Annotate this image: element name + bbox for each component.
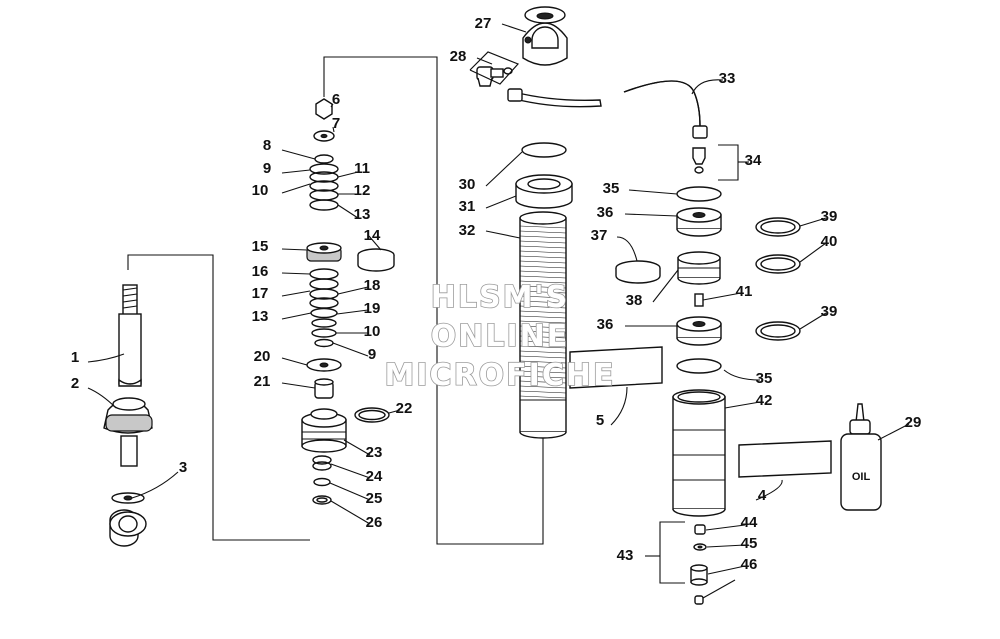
callout-c9a: 9 [263, 160, 271, 177]
shaft-part-1 [118, 284, 142, 387]
callout-c37: 37 [591, 227, 608, 244]
washers-parts-24-26 [312, 455, 332, 505]
oring-part-39-top [755, 217, 801, 237]
callout-c35a: 35 [603, 180, 620, 197]
valve-assembly-parts-43-46 [690, 524, 708, 605]
callout-c29: 29 [905, 414, 922, 431]
callout-c16: 16 [252, 263, 269, 280]
callout-c2: 2 [71, 375, 79, 392]
callout-c3: 3 [179, 459, 187, 476]
callout-c32: 32 [459, 222, 476, 239]
callout-c24: 24 [366, 468, 383, 485]
callout-c10a: 10 [252, 182, 269, 199]
piston-part-15 [306, 242, 342, 262]
oring-part-40 [755, 254, 801, 274]
bumper-part-21 [314, 378, 334, 399]
callout-c23: 23 [366, 444, 383, 461]
callout-c1: 1 [71, 349, 79, 366]
leader-lines [87, 23, 910, 599]
hose-part-33 [623, 80, 708, 139]
callout-c15: 15 [252, 238, 269, 255]
watermark-line-1: HLSM'S [431, 280, 569, 315]
washer-part-20 [306, 358, 342, 372]
callout-c36a: 36 [597, 204, 614, 221]
callout-c38: 38 [626, 292, 643, 309]
callout-c45: 45 [741, 535, 758, 552]
bushing-part-3 [109, 492, 147, 547]
reservoir-mount-part-27 [522, 6, 568, 66]
callout-c41: 41 [736, 283, 753, 300]
callout-c5: 5 [596, 412, 604, 429]
snap-ring-part-35-bottom [676, 358, 722, 374]
callout-c10b: 10 [364, 323, 381, 340]
valve-part-34 [692, 147, 706, 174]
callout-c46: 46 [741, 556, 758, 573]
nut-part-6 [315, 98, 333, 120]
callout-c36b: 36 [597, 316, 614, 333]
seal-head-part-23 [301, 408, 347, 453]
callout-c17: 17 [252, 285, 269, 302]
callout-c25: 25 [366, 490, 383, 507]
callout-c35b: 35 [756, 370, 773, 387]
callout-c4: 4 [758, 487, 767, 504]
callout-c26: 26 [366, 514, 383, 531]
callout-c14: 14 [364, 227, 381, 244]
oil-bottle-label: OIL [852, 471, 871, 483]
washer-stack-parts-7-13 [309, 130, 339, 211]
assembly-connector-lines [127, 56, 544, 545]
callout-c11: 11 [354, 160, 370, 177]
callout-c43: 43 [617, 547, 634, 564]
callout-c44: 44 [741, 514, 758, 531]
fitting-part-28 [469, 51, 520, 87]
callout-c22: 22 [396, 400, 413, 417]
decal-part-4 [738, 440, 832, 478]
callout-c13b: 13 [252, 308, 269, 325]
valve-core-part-41 [694, 293, 704, 307]
oil-bottle-part-29 [840, 403, 882, 511]
callout-c9b: 9 [368, 346, 376, 363]
callout-c19: 19 [364, 300, 381, 317]
eye-part-2 [103, 397, 153, 467]
callout-c27: 27 [475, 15, 492, 32]
callout-c6: 6 [332, 91, 340, 108]
snap-ring-part-35-top [676, 186, 722, 202]
callout-c13a: 13 [354, 206, 371, 223]
washer-stack-parts-16-19 [309, 268, 339, 348]
reservoir-cap-part-36-bottom [676, 316, 722, 346]
callout-c39a: 39 [821, 208, 838, 225]
watermark: HLSM'S ONLINE MICROFICHE [384, 279, 616, 394]
callout-c34: 34 [745, 152, 762, 169]
callout-c21: 21 [254, 373, 271, 390]
oring-part-22 [354, 407, 390, 423]
part-number-callouts: 1234567891011121314151617131819109202122… [71, 15, 922, 573]
callout-c20: 20 [254, 348, 271, 365]
oring-part-39-bottom [755, 321, 801, 341]
band-part-14 [357, 248, 395, 272]
callout-c31: 31 [459, 198, 476, 215]
body-part-32 [519, 211, 567, 439]
callout-c33: 33 [719, 70, 736, 87]
watermark-line-2: ONLINE [431, 319, 570, 354]
spring-collar-part-31 [515, 174, 573, 209]
decal-part-5 [569, 346, 663, 389]
reservoir-part-42 [672, 389, 726, 517]
callout-c28: 28 [450, 48, 467, 65]
callout-c39b: 39 [821, 303, 838, 320]
callout-c42: 42 [756, 392, 773, 409]
callout-c8: 8 [263, 137, 271, 154]
callout-c12: 12 [354, 182, 371, 199]
callout-c30: 30 [459, 176, 476, 193]
oring-part-30 [521, 142, 567, 158]
watermark-line-3: MICROFICHE [385, 358, 616, 393]
callout-c40: 40 [821, 233, 838, 250]
reservoir-cap-part-36-top [676, 207, 722, 237]
band-part-37 [615, 260, 661, 284]
hose-part-33-lower [507, 88, 602, 108]
callout-c7: 7 [332, 115, 340, 132]
callout-c18: 18 [364, 277, 381, 294]
piston-part-38 [677, 251, 721, 285]
